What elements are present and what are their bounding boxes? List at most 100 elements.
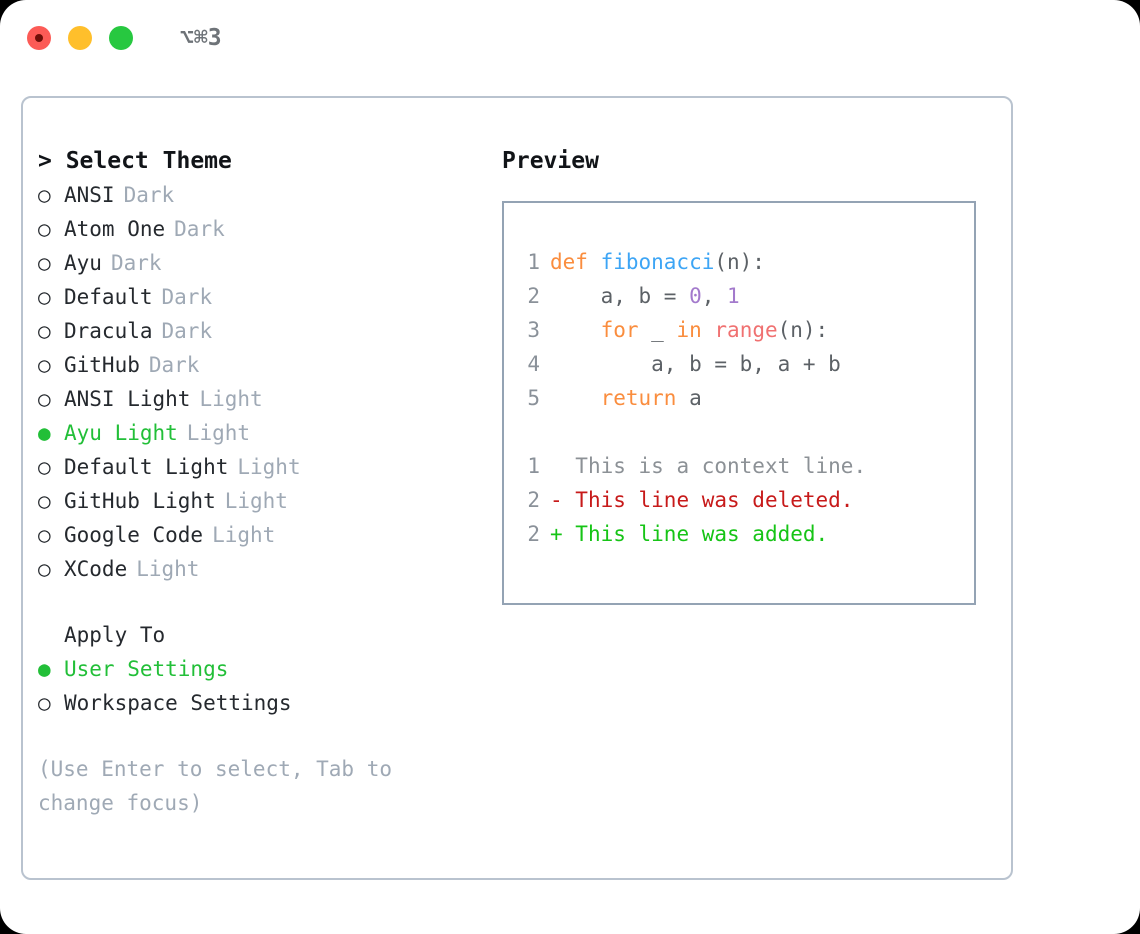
- theme-option-label: ANSI: [64, 183, 115, 207]
- diff-text: This is a context line.: [562, 454, 867, 478]
- theme-option-label: Google Code: [64, 523, 204, 547]
- diff-marker: +: [550, 522, 563, 546]
- apply-to-option-label: Workspace Settings: [64, 691, 292, 715]
- radio-unselected-icon: ○: [38, 489, 51, 513]
- theme-option-default[interactable]: ○ Default Dark: [38, 280, 488, 314]
- radio-unselected-icon: ○: [38, 691, 51, 715]
- theme-option-label: Ayu Light: [64, 421, 178, 445]
- theme-option-tag: Dark: [123, 183, 175, 207]
- line-number: 2: [527, 284, 540, 308]
- theme-option-label: GitHub: [64, 353, 140, 377]
- diff-marker: -: [550, 488, 563, 512]
- theme-option-tag: Light: [212, 523, 276, 547]
- theme-option-atom-one[interactable]: ○ Atom One Dark: [38, 212, 488, 246]
- theme-option-label: ANSI Light: [64, 387, 191, 411]
- code-token-num: 0: [689, 284, 702, 308]
- diff-text: This line was added.: [562, 522, 829, 546]
- code-token-num: 1: [727, 284, 740, 308]
- radio-selected-icon: ●: [38, 657, 51, 681]
- code-token-plain: a, b =: [550, 284, 690, 308]
- theme-option-google-code[interactable]: ○ Google Code Light: [38, 518, 488, 552]
- theme-option-ayu-light[interactable]: ● Ayu Light Light: [38, 416, 488, 450]
- title-bar: ⌥⌘3: [0, 0, 1140, 76]
- code-token-plain: (n):: [714, 250, 765, 274]
- line-number: 2: [527, 488, 540, 512]
- line-number: 4: [527, 352, 540, 376]
- radio-selected-icon: ●: [38, 421, 51, 445]
- theme-option-tag: Dark: [161, 319, 213, 343]
- theme-option-tag: Dark: [110, 251, 162, 275]
- radio-unselected-icon: ○: [38, 183, 51, 207]
- diff-spacer: [518, 415, 974, 449]
- section-spacer: [38, 586, 488, 618]
- keyboard-hint-text: (Use Enter to select, Tab to change focu…: [38, 757, 405, 815]
- code-token-plain: a: [676, 386, 702, 410]
- line-number: 2: [527, 522, 540, 546]
- radio-unselected-icon: ○: [38, 285, 51, 309]
- theme-option-tag: Dark: [161, 285, 213, 309]
- code-line: 4 a, b = b, a + b: [518, 347, 974, 381]
- line-number: 5: [527, 386, 540, 410]
- theme-option-ansi-light[interactable]: ○ ANSI Light Light: [38, 382, 488, 416]
- radio-unselected-icon: ○: [38, 455, 51, 479]
- theme-option-label: Default Light: [64, 455, 229, 479]
- theme-option-tag: Light: [186, 421, 251, 445]
- minimize-dot[interactable]: [68, 26, 92, 50]
- radio-unselected-icon: ○: [38, 251, 51, 275]
- code-token-plain: ,: [701, 284, 728, 308]
- diff-line-del: 2- This line was deleted.: [518, 483, 974, 517]
- code-line: 5 return a: [518, 381, 974, 415]
- radio-unselected-icon: ○: [38, 557, 51, 581]
- apply-to-list[interactable]: ● User Settings ○ Workspace Settings: [38, 652, 488, 720]
- code-token-fn: fibonacci: [600, 250, 715, 274]
- diff-sample: 1 This is a context line.2- This line wa…: [518, 449, 974, 551]
- apply-to-option-workspace-settings[interactable]: ○ Workspace Settings: [38, 686, 488, 720]
- theme-option-tag: Light: [199, 387, 263, 411]
- code-token-kw: in: [676, 318, 702, 342]
- diff-line-ctx: 1 This is a context line.: [518, 449, 974, 483]
- code-token-plain: a, b = b, a + b: [550, 352, 841, 376]
- theme-option-label: Default: [64, 285, 153, 309]
- window-controls: [27, 26, 133, 50]
- preview-heading: Preview: [502, 148, 599, 174]
- code-token-plain: (n):: [777, 318, 829, 342]
- theme-option-default-light[interactable]: ○ Default Light Light: [38, 450, 488, 484]
- radio-unselected-icon: ○: [38, 217, 51, 241]
- theme-option-ansi[interactable]: ○ ANSI Dark: [38, 178, 488, 212]
- code-token-kw: def: [550, 250, 601, 274]
- radio-unselected-icon: ○: [38, 353, 51, 377]
- theme-option-github[interactable]: ○ GitHub Dark: [38, 348, 488, 382]
- code-token-kw: for: [600, 318, 639, 342]
- maximize-dot[interactable]: [109, 26, 133, 50]
- radio-unselected-icon: ○: [38, 387, 51, 411]
- radio-unselected-icon: ○: [38, 523, 51, 547]
- theme-option-label: Dracula: [64, 319, 153, 343]
- close-dot[interactable]: [27, 26, 51, 50]
- theme-option-label: Atom One: [64, 217, 166, 241]
- theme-option-label: Ayu: [64, 251, 102, 275]
- theme-option-ayu[interactable]: ○ Ayu Dark: [38, 246, 488, 280]
- theme-option-tag: Light: [224, 489, 288, 513]
- apply-to-option-label: User Settings: [64, 657, 229, 681]
- code-token-plain: [550, 386, 601, 410]
- apply-to-heading: Apply To: [64, 623, 166, 647]
- diff-line-add: 2 + This line was added.: [518, 517, 974, 551]
- code-token-built: range: [714, 318, 778, 342]
- theme-option-tag: Dark: [148, 353, 200, 377]
- theme-option-tag: Light: [136, 557, 200, 581]
- line-number: 3: [527, 318, 540, 342]
- theme-option-tag: Light: [237, 455, 301, 479]
- theme-option-tag: Dark: [174, 217, 225, 241]
- apply-to-option-user-settings[interactable]: ● User Settings: [38, 652, 488, 686]
- line-number: 1: [527, 454, 540, 478]
